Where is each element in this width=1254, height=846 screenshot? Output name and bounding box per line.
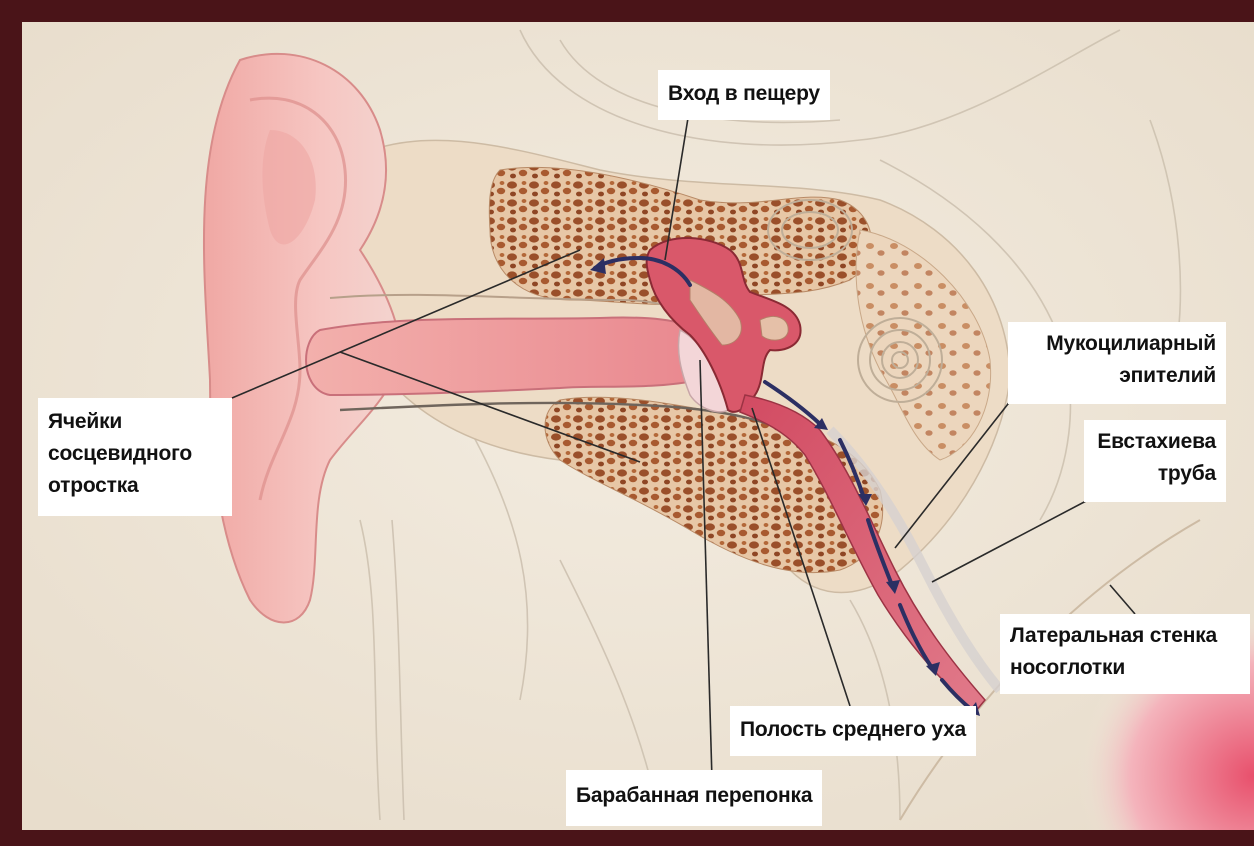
label-cave-entrance: Вход в пещеру <box>658 70 830 120</box>
label-lateral-wall-line2: носоглотки <box>1010 652 1240 684</box>
label-nasopharynx-lateral-wall: Латеральная стенка носоглотки <box>1000 614 1250 694</box>
label-eustachian-line1: Евстахиева <box>1094 426 1216 458</box>
label-mastoid-cells-line1: Ячейки <box>48 406 222 438</box>
label-eardrum: Барабанная перепонка <box>566 770 822 826</box>
label-mastoid-cells-line2: сосцевидного <box>48 438 222 470</box>
label-mastoid-cells: Ячейки сосцевидного отростка <box>38 398 232 516</box>
stapes <box>760 316 788 340</box>
label-lateral-wall-line1: Латеральная стенка <box>1010 620 1240 652</box>
label-middle-ear-cavity-text: Полость среднего уха <box>740 718 966 741</box>
label-eardrum-text: Барабанная перепонка <box>576 784 812 807</box>
label-mucociliary-line1: Мукоцилиарный <box>1018 328 1216 360</box>
label-mucociliary-epithelium: Мукоцилиарный эпителий <box>1008 322 1226 404</box>
external-auditory-canal <box>306 318 700 396</box>
label-eustachian-tube: Евстахиева труба <box>1084 420 1226 502</box>
label-middle-ear-cavity: Полость среднего уха <box>730 706 976 756</box>
label-cave-entrance-text: Вход в пещеру <box>668 82 820 105</box>
label-eustachian-line2: труба <box>1094 458 1216 490</box>
label-mucociliary-line2: эпителий <box>1018 360 1216 392</box>
label-mastoid-cells-line3: отростка <box>48 470 222 502</box>
